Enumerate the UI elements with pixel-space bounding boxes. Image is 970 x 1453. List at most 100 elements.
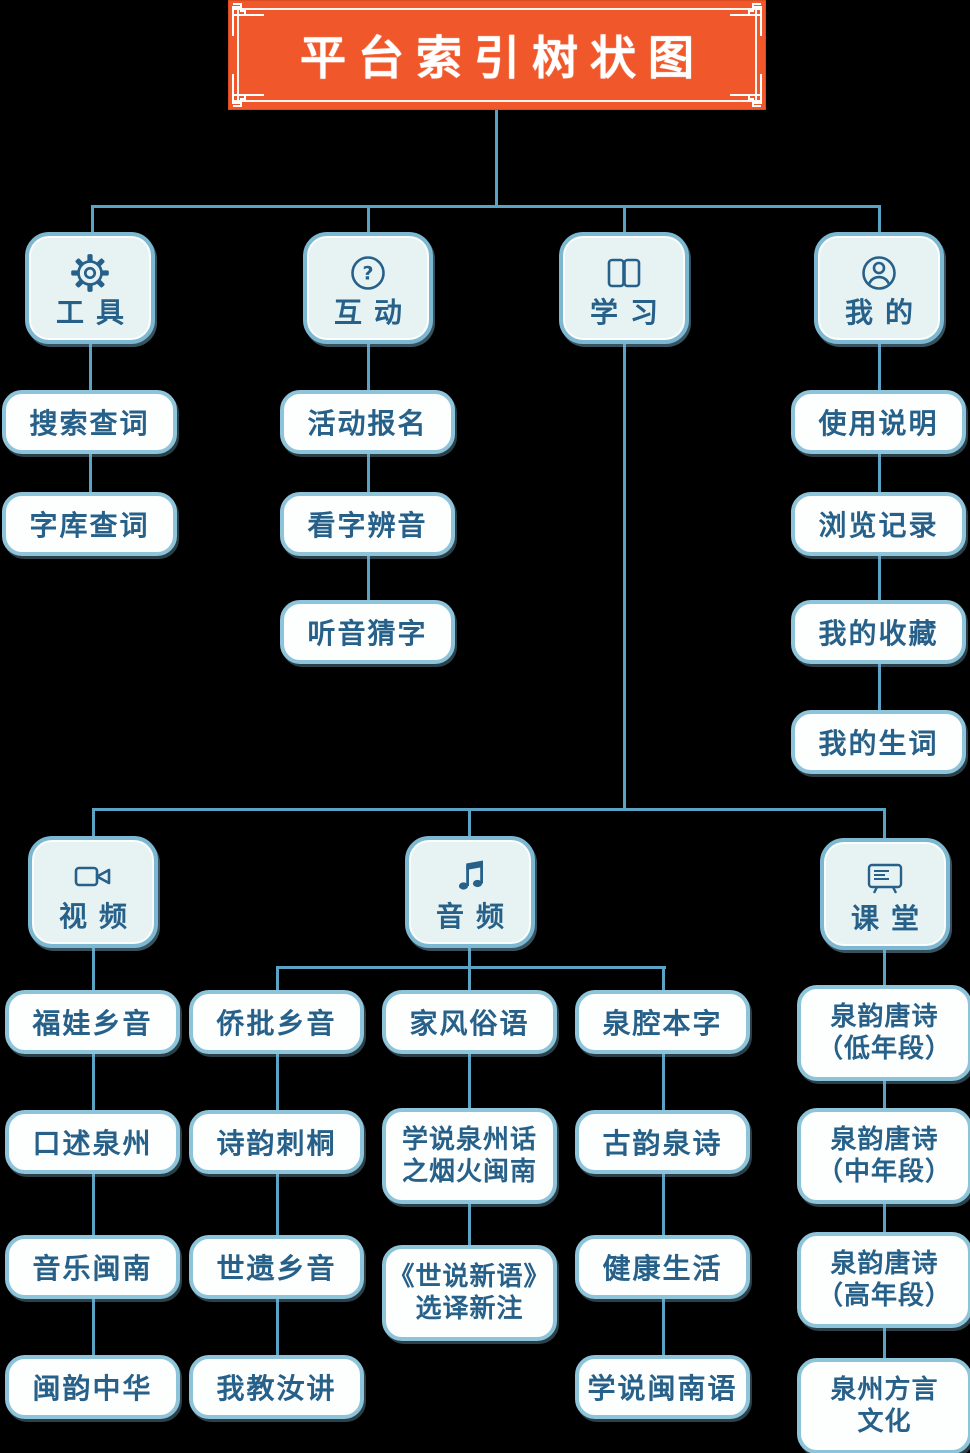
leaf-tangshi-low-grade: 泉韵唐诗 （低年段） (797, 985, 970, 1081)
leaf-label: 字库查词 (29, 509, 150, 542)
connector-line (91, 205, 94, 236)
leaf-activity-signup: 活动报名 (280, 390, 455, 454)
leaf-listen-guess-char: 听音猜字 (280, 600, 455, 664)
corner-ornament-icon (730, 74, 762, 107)
book-icon (601, 248, 647, 298)
connector-line (91, 205, 881, 208)
leaf-label: 看字辨音 (307, 509, 428, 542)
leaf-shiyun-citong: 诗韵刺桐 (189, 1110, 364, 1174)
node-label: 音频 (435, 899, 516, 933)
user-icon (857, 248, 901, 298)
connector-line (883, 1198, 886, 1234)
leaf-label: 泉韵唐诗 （高年段） (816, 1248, 952, 1312)
leaf-shishuoxinyu-xuanyi: 《世说新语》 选译新注 (382, 1245, 557, 1341)
node-interaction: ? 互动 (303, 232, 433, 344)
connector-line (495, 108, 498, 207)
leaf-label: 泉州方言 文化 (830, 1374, 939, 1438)
node-label: 互动 (333, 295, 414, 329)
leaf-label: 《世说新语》 选译新注 (388, 1261, 551, 1325)
connector-line (468, 808, 471, 838)
connector-line (878, 452, 881, 494)
node-classroom: 课堂 (820, 838, 950, 950)
connector-line (662, 1172, 665, 1237)
leaf-label: 福娃乡音 (32, 1007, 153, 1040)
connector-line (883, 1075, 886, 1110)
leaf-quanqiang-benzi: 泉腔本字 (575, 990, 750, 1054)
node-audio: 音频 (405, 836, 535, 948)
leaf-label: 音乐闽南 (32, 1252, 153, 1285)
connector-line (92, 1297, 95, 1357)
leaf-label: 我的生词 (818, 727, 939, 760)
leaf-guyun-quanshi: 古韵泉诗 (575, 1110, 750, 1174)
corner-ornament-icon (232, 3, 264, 36)
leaf-tangshi-mid-grade: 泉韵唐诗 （中年段） (797, 1108, 970, 1204)
leaf-browsing-history: 浏览记录 (791, 492, 966, 556)
leaf-label: 口述泉州 (32, 1127, 153, 1160)
connector-line (276, 966, 666, 969)
title-inner-frame (237, 8, 757, 102)
leaf-minyun-zhonghua: 闽韵中华 (5, 1355, 180, 1419)
connector-line (623, 205, 626, 236)
connector-line (468, 1202, 471, 1247)
leaf-my-favorites: 我的收藏 (791, 600, 966, 664)
video-icon (70, 852, 116, 902)
leaf-label: 家风俗语 (409, 1007, 530, 1040)
gear-icon (67, 248, 113, 298)
leaf-xueshuo-minnanyu: 学说闽南语 (575, 1355, 750, 1419)
leaf-qiaopi-xiangyin: 侨批乡音 (189, 990, 364, 1054)
diagram-title-banner: 平台索引树状图 (228, 0, 766, 110)
leaf-label: 泉韵唐诗 （中年段） (816, 1124, 952, 1188)
leaf-oral-quanzhou: 口述泉州 (5, 1110, 180, 1174)
node-label: 视频 (58, 899, 139, 933)
node-tools: 工具 (25, 232, 155, 344)
leaf-label: 学说泉州话 之烟火闽南 (401, 1124, 537, 1188)
connector-line (662, 1052, 665, 1112)
leaf-label: 搜索查词 (29, 407, 150, 440)
svg-text:?: ? (362, 262, 373, 284)
node-label: 课堂 (850, 901, 931, 935)
connector-line (468, 946, 471, 968)
connector-line (367, 554, 370, 602)
node-label: 工具 (55, 295, 136, 329)
page-title: 平台索引树状图 (300, 31, 706, 85)
connector-line (878, 662, 881, 712)
leaf-label: 闽韵中华 (32, 1372, 153, 1405)
leaf-label: 侨批乡音 (216, 1007, 337, 1040)
connector-line (367, 205, 370, 236)
leaf-search-lookup: 搜索查词 (2, 390, 177, 454)
leaf-fuwa-xiangyin: 福娃乡音 (5, 990, 180, 1054)
node-label: 我的 (844, 295, 925, 329)
leaf-see-char-tell-sound: 看字辨音 (280, 492, 455, 556)
leaf-label: 我教汝讲 (216, 1372, 337, 1405)
leaf-label: 健康生活 (602, 1252, 723, 1285)
leaf-label: 泉韵唐诗 （低年段） (816, 1001, 952, 1065)
leaf-quanzhou-dialect-culture: 泉州方言 文化 (797, 1358, 970, 1453)
music-icon (448, 852, 492, 902)
leaf-jiafeng-suyu: 家风俗语 (382, 990, 557, 1054)
connector-line (883, 1322, 886, 1360)
connector-line (276, 966, 279, 992)
connector-line (92, 1052, 95, 1112)
leaf-jiankang-shenghuo: 健康生活 (575, 1235, 750, 1299)
connector-line (662, 966, 665, 992)
connector-line (92, 808, 886, 811)
question-icon: ? (346, 248, 390, 298)
connector-line (878, 342, 881, 392)
connector-line (468, 966, 471, 992)
leaf-label: 世遗乡音 (216, 1252, 337, 1285)
node-learning: 学习 (559, 232, 689, 344)
connector-line (878, 205, 881, 236)
leaf-label: 活动报名 (307, 407, 428, 440)
leaf-label: 泉腔本字 (602, 1007, 723, 1040)
connector-line (92, 1172, 95, 1237)
leaf-label: 诗韵刺桐 (216, 1127, 337, 1160)
corner-ornament-icon (730, 3, 762, 36)
leaf-music-minnan: 音乐闽南 (5, 1235, 180, 1299)
leaf-label: 古韵泉诗 (602, 1127, 723, 1160)
leaf-usage-instructions: 使用说明 (791, 390, 966, 454)
connector-line (662, 1297, 665, 1357)
connector-line (276, 1052, 279, 1112)
leaf-wojiao-rujiang: 我教汝讲 (189, 1355, 364, 1419)
connector-line (883, 808, 886, 840)
